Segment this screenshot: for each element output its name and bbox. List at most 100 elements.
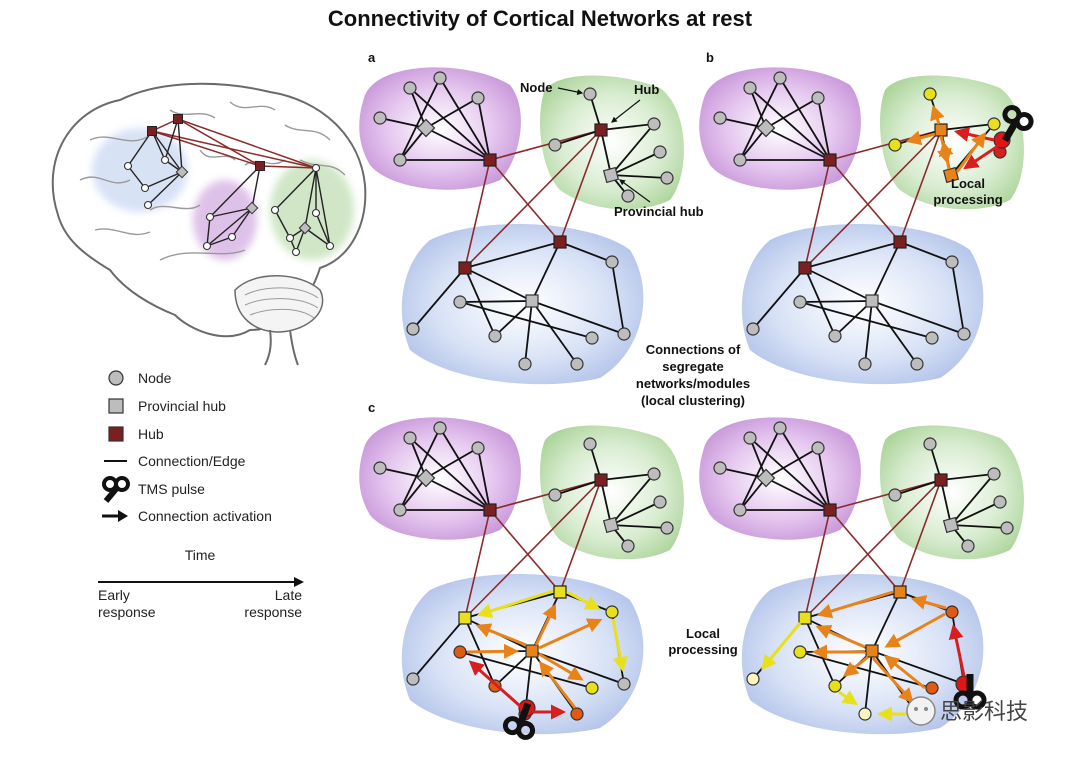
- panel-b-inter-edge: [829, 129, 942, 161]
- caption-line4: (local clustering): [641, 393, 745, 408]
- panel-b-node: [811, 91, 825, 105]
- panel-b-node: [793, 295, 807, 309]
- panel-b-edge: [765, 127, 831, 161]
- legend-tms-coil-icon: [102, 476, 130, 503]
- panel-b-node: [733, 153, 747, 167]
- panel-c-left-node: [621, 539, 635, 553]
- panel-b-tms-coil-icon: [1001, 105, 1034, 143]
- panel-b-edge: [779, 77, 831, 161]
- panel-c-left-network: [359, 417, 684, 740]
- brain-node: [202, 241, 212, 251]
- panel-b-hub: [823, 153, 837, 167]
- panel-b-activation-arrow: [955, 132, 987, 173]
- panel-c-right-edge: [894, 479, 942, 496]
- panel-b-activation-arrow: [963, 144, 999, 170]
- panel-b-hub: [798, 261, 812, 275]
- panel-a-node: [548, 138, 562, 152]
- node-annotation: Node: [520, 80, 553, 95]
- panel-c-right-node: [923, 437, 937, 451]
- brain-provincial-hub: [175, 165, 189, 179]
- panel-c-left-node: [403, 431, 417, 445]
- panel-a-node: [403, 81, 417, 95]
- panel-b-edge: [864, 300, 873, 365]
- tms-loop: [502, 716, 522, 736]
- panel-a-hub: [594, 123, 608, 137]
- late-label-line1: Late: [275, 587, 302, 603]
- panel-c-right-activation-arrow: [816, 590, 894, 619]
- panel-b-node: [746, 322, 760, 336]
- panel-c-right-activation-arrow: [871, 656, 914, 704]
- panel-a-edge: [559, 241, 613, 263]
- panel-c-left-node: [471, 441, 485, 455]
- panel-b-node: [925, 331, 939, 345]
- legend-provincial-hub-symbol: [108, 398, 124, 414]
- panel-b-edge: [799, 300, 873, 303]
- panel-a-edge: [611, 261, 625, 335]
- panel-c-right-node: [793, 645, 807, 659]
- brain-node: [140, 183, 150, 193]
- panel-c-right-node: [773, 421, 787, 435]
- panel-a-edge: [531, 300, 625, 335]
- panel-a-edge: [610, 151, 661, 176]
- panel-a-node: [393, 153, 407, 167]
- panel-c-left-activation-arrow: [466, 643, 520, 659]
- time-axis-arrowhead: [294, 577, 304, 587]
- panel-c-right-activation-arrow: [883, 655, 926, 690]
- brain-edge: [177, 118, 183, 173]
- panel-c-right-node: [743, 431, 757, 445]
- panel-c-right-tms-coil-icon: [953, 674, 987, 710]
- panel-c-right-edge: [765, 477, 831, 511]
- panel-a-edge: [399, 127, 427, 161]
- caption-line1: Connections of: [646, 342, 741, 357]
- panel-c-left-node: [406, 672, 420, 686]
- panel-b-edge: [817, 97, 831, 161]
- panel-b-node: [888, 138, 902, 152]
- panel-c-left-node: [453, 645, 467, 659]
- panel-a-edge: [531, 300, 578, 365]
- panel-c-left-edge: [439, 427, 491, 511]
- panel-c-right-node: [945, 605, 959, 619]
- panel-c-right-inter-edge: [804, 509, 831, 619]
- panel-c-left-edge: [610, 524, 668, 529]
- panel-c-left-node: [373, 461, 387, 475]
- node-pointer: [557, 87, 584, 95]
- late-label-line2: response: [244, 604, 302, 620]
- panel-a-inter-edge: [464, 159, 491, 269]
- brain-illustration: [51, 82, 367, 366]
- panel-c-left-activation-arrow: [476, 589, 554, 619]
- panel-a-edge: [600, 129, 612, 176]
- panel-c-right-activation-arrow: [884, 612, 946, 648]
- panel-a-node: [583, 87, 597, 101]
- panel-a-node: [660, 171, 674, 185]
- panel-b-node: [743, 81, 757, 95]
- panel-c-left-edge: [399, 477, 427, 511]
- legend: Node Provincial hub Hub Connection/Edge …: [102, 370, 272, 524]
- legend-node-symbol: [108, 370, 124, 386]
- panel-a-edge: [531, 241, 561, 302]
- wechat-icon: [906, 696, 936, 726]
- panel-c-right-activation-arrow: [761, 622, 802, 671]
- panel-b-edge: [752, 267, 806, 330]
- panel-c-right-hub: [934, 473, 948, 487]
- legend-hub-symbol: [108, 426, 124, 442]
- panel-c-left-inter-edge: [559, 479, 602, 593]
- panel-a-inter-edge: [489, 129, 602, 161]
- panel-c-right-hub: [823, 503, 837, 517]
- panel-c-left-node: [570, 707, 584, 721]
- panel-a-edge: [610, 123, 655, 176]
- panel-b-edge: [871, 300, 965, 335]
- panel-c-right-edge: [749, 437, 831, 511]
- time-axis: Time Early response Late response: [98, 547, 304, 620]
- panel-a-inter-edge: [489, 159, 561, 243]
- panel-b-inter-edge: [899, 129, 942, 243]
- panel-c-left-node: [653, 495, 667, 509]
- brain-node: [311, 208, 321, 218]
- panel-c-left-activation-arrow: [468, 660, 521, 708]
- panel-a-node: [471, 91, 485, 105]
- panel-c-left-activation-arrow: [538, 618, 603, 650]
- panel-b-edge: [804, 267, 873, 302]
- panel-b-node: [713, 111, 727, 125]
- panel-c-left-node: [433, 421, 447, 435]
- panel-c-right-edge: [950, 524, 1008, 529]
